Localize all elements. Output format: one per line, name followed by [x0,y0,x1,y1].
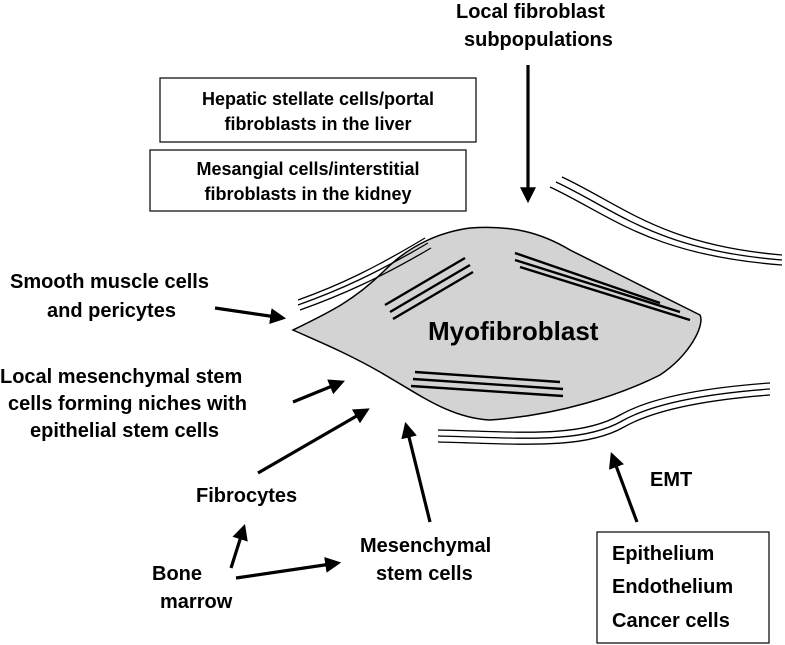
stress-fibers [384,251,691,398]
arrow-bone-marrow-to-fibrocytes [229,523,248,569]
arrow-msc-niche [292,379,345,404]
arrow-bone-marrow-to-msc [235,556,342,580]
hepatic-label-line2: fibroblasts in the liver [224,114,411,134]
bone-marrow-label-line2: marrow [160,591,233,613]
emt-label: EMT [650,469,692,491]
local-fibroblast-label-line2: subpopulations [464,29,613,51]
arrow-fibrocytes [257,408,370,475]
smooth-muscle-label-line2: and pericytes [47,300,176,322]
mesenchymal-stem-label-line1: Mesenchymal [360,535,491,557]
hepatic-label-line1: Hepatic stellate cells/portal [202,89,434,109]
mesenchymal-stem-label-line2: stem cells [376,563,473,585]
msc-niche-label-line1: Local mesenchymal stem [0,366,242,388]
epithelium-label: Epithelium [612,543,714,565]
ecm-fibrils-upper-right [549,176,783,266]
msc-niche-label-line2: cells forming niches with [8,393,247,415]
smooth-muscle-label-line1: Smooth muscle cells [10,271,209,293]
arrow-smooth-muscle [214,306,287,325]
mesangial-label-line1: Mesangial cells/interstitial [196,159,419,179]
mesangial-label-line2: fibroblasts in the kidney [204,184,411,204]
msc-niche-label-line3: epithelial stem cells [30,420,219,442]
fibrocytes-label: Fibrocytes [196,485,297,507]
myofibroblast-label: Myofibroblast [428,316,599,346]
bone-marrow-label-line1: Bone [152,563,202,585]
mesangial-box [149,149,467,212]
cancer-cells-label: Cancer cells [612,610,730,632]
epithelial-sources-box [596,531,770,644]
ecm-fibrils-lower-right [437,382,771,445]
ecm-fibrils-upper-left [297,237,432,311]
local-fibroblast-label-line1: Local fibroblast [456,1,605,23]
endothelium-label: Endothelium [612,576,733,598]
arrow-emt [608,452,639,523]
hepatic-box [159,77,477,143]
myofibroblast-cell [291,226,702,421]
arrow-mesenchymal-stem [401,421,432,523]
